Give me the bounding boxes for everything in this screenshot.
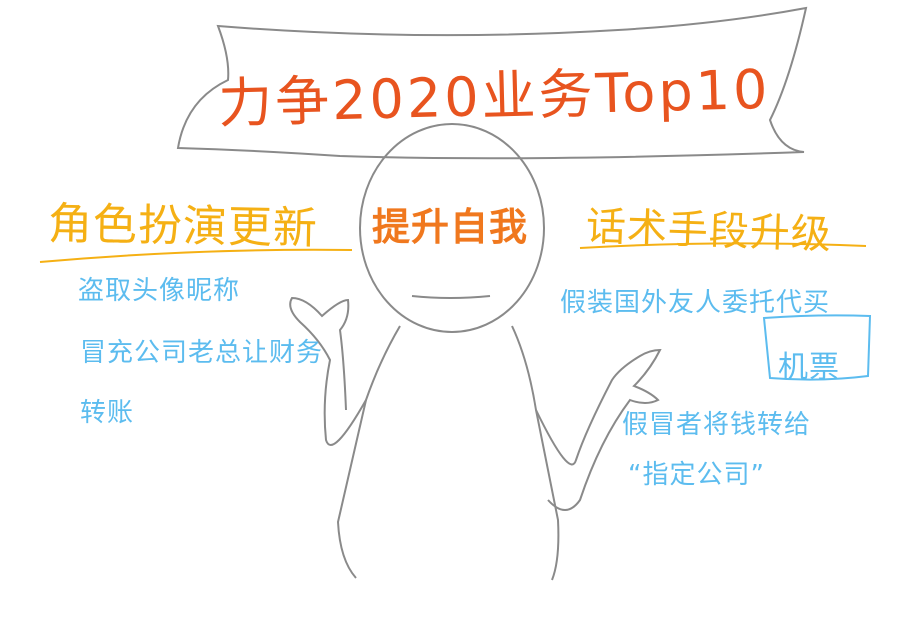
banner-outline [176,6,808,160]
banner-title: 力争2020业务Top10 [217,57,772,136]
left-note-line: 转账 [80,398,135,428]
right-note-line: 假装国外友人委托代买 [560,288,831,318]
right-note-line: 假冒者将钱转给 [622,410,812,440]
right-heading: 话术手段升级 [585,203,833,259]
left-heading: 角色扮演更新 [47,198,319,255]
left-note-line: 盗取头像昵称 [78,276,241,306]
left-arm-outline [289,296,367,446]
left-heading-underline [39,248,353,263]
ticket-box [762,314,872,381]
left-note-line: 冒充公司老总让财务 [80,338,324,368]
body-outline [336,325,401,579]
right-arm-outline [535,348,662,511]
mouth-line [411,295,491,299]
right-heading-underline [579,242,867,249]
head-label: 提升自我 [372,205,529,249]
right-note-line: 机票 [778,350,840,385]
right-note-line: “指定公司” [628,460,765,490]
head-outline [359,123,545,333]
